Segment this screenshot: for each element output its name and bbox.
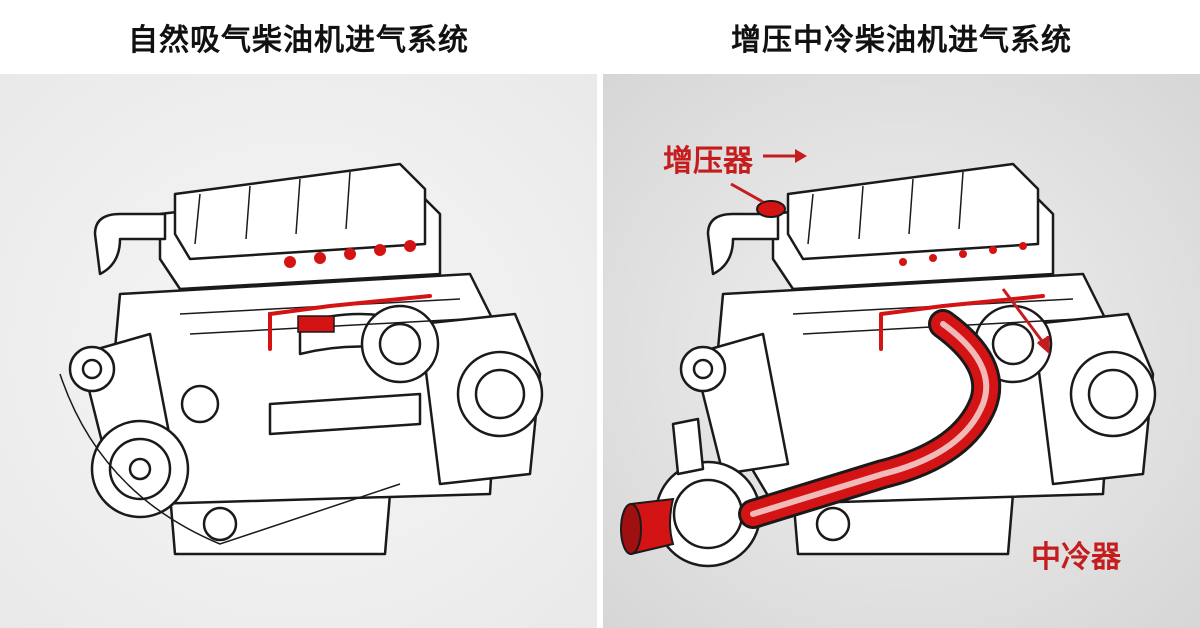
turbocharged-intercooled-panel: 增压中冷柴油机进气系统 — [603, 0, 1200, 628]
panel-divider — [597, 0, 603, 628]
left-illustration-area — [0, 74, 597, 628]
right-illustration-area: 增压器 中冷器 — [603, 74, 1200, 628]
arrow-right-icon — [763, 149, 807, 163]
intercooler-label: 中冷器 — [1031, 540, 1121, 575]
naturally-aspirated-panel: 自然吸气柴油机进气系统 — [0, 0, 597, 628]
right-panel-title: 增压中冷柴油机进气系统 — [603, 0, 1200, 74]
arrow-pointer-icon — [730, 182, 1050, 355]
turbocharged-engine-illustration — [620, 149, 1157, 568]
left-panel-title: 自然吸气柴油机进气系统 — [0, 0, 597, 74]
turbocharger-label: 增压器 — [663, 144, 753, 179]
naturally-aspirated-engine-illustration — [59, 162, 544, 556]
